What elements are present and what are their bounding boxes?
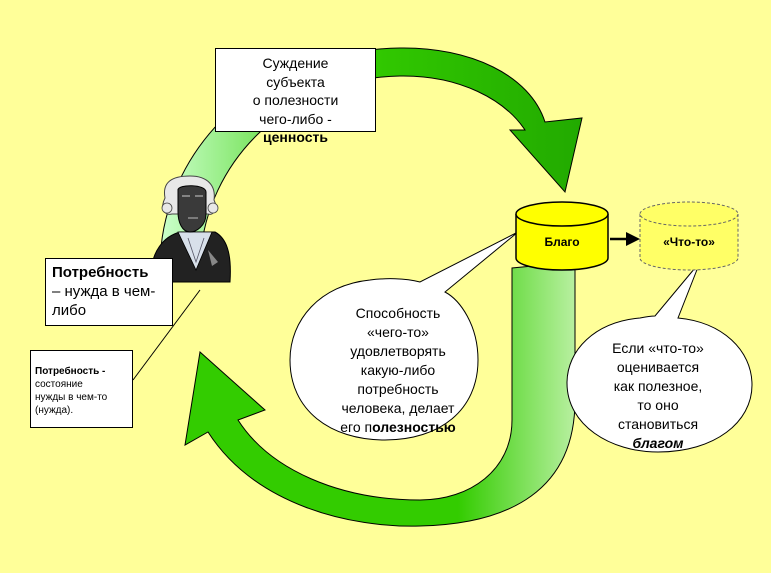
need-line-3: либо xyxy=(52,302,87,319)
something-cylinder-label: «Что-то» xyxy=(663,235,715,249)
judgment-line-5: ценность xyxy=(263,129,328,145)
judgment-line-1: Суждение xyxy=(262,55,329,71)
ifthen-line-2: оценивается xyxy=(616,359,700,375)
judgment-line-3: о полезности xyxy=(252,92,339,108)
bottom-cycle-arrow xyxy=(184,261,576,527)
need-state-line-4: (нужда). xyxy=(35,405,74,416)
need-state-line-2: состояние xyxy=(35,379,83,390)
ability-line-6: человека, делает xyxy=(341,400,455,416)
ability-line-3: удовлетворять xyxy=(350,343,446,359)
good-term: благом xyxy=(632,435,684,451)
good-cylinder xyxy=(515,201,609,271)
ability-line-5: потребность xyxy=(357,381,439,397)
need-state-term: Потребность - xyxy=(35,366,106,377)
ifthen-bubble-text: Если «что-то» оценивается как полезное, … xyxy=(588,339,728,453)
ifthen-line-3: как полезное, xyxy=(613,378,703,394)
ifthen-line-1: Если «что-то» xyxy=(612,340,704,356)
ability-line-1: Способность xyxy=(355,305,441,321)
need-state-line-3: нужды в чем-то xyxy=(35,392,108,403)
judgment-line-4: чего-либо - xyxy=(259,110,332,127)
utility-term: олезностью xyxy=(372,419,456,435)
value-judgment-box: Суждение субъекта о полезности чего-либо… xyxy=(215,48,376,145)
ability-bubble-text: Способность «чего-то» удовлетворять каку… xyxy=(318,304,478,437)
good-cylinder-label: Благо xyxy=(544,235,580,249)
need-definition-box: Потребность – нужда в чем- либо xyxy=(45,258,173,326)
need-state-box: Потребность - состояние нужды в чем-то (… xyxy=(30,350,133,428)
ability-line-7: его полезностью xyxy=(318,418,478,437)
need-line-2: – нужда в чем- xyxy=(52,283,156,300)
ability-line-4: какую-либо xyxy=(360,362,436,378)
ability-speech-bubble xyxy=(289,231,519,441)
need-term: Потребность xyxy=(52,264,149,281)
right-arrow-icon xyxy=(610,232,640,246)
ability-line-7-prefix: его п xyxy=(340,419,373,435)
judgment-line-2: субъекта xyxy=(266,73,325,90)
ifthen-line-5: становиться xyxy=(617,416,699,432)
something-cylinder xyxy=(639,201,739,271)
ifthen-line-4: то оно xyxy=(637,397,679,413)
ability-line-2: «чего-то» xyxy=(367,324,429,340)
